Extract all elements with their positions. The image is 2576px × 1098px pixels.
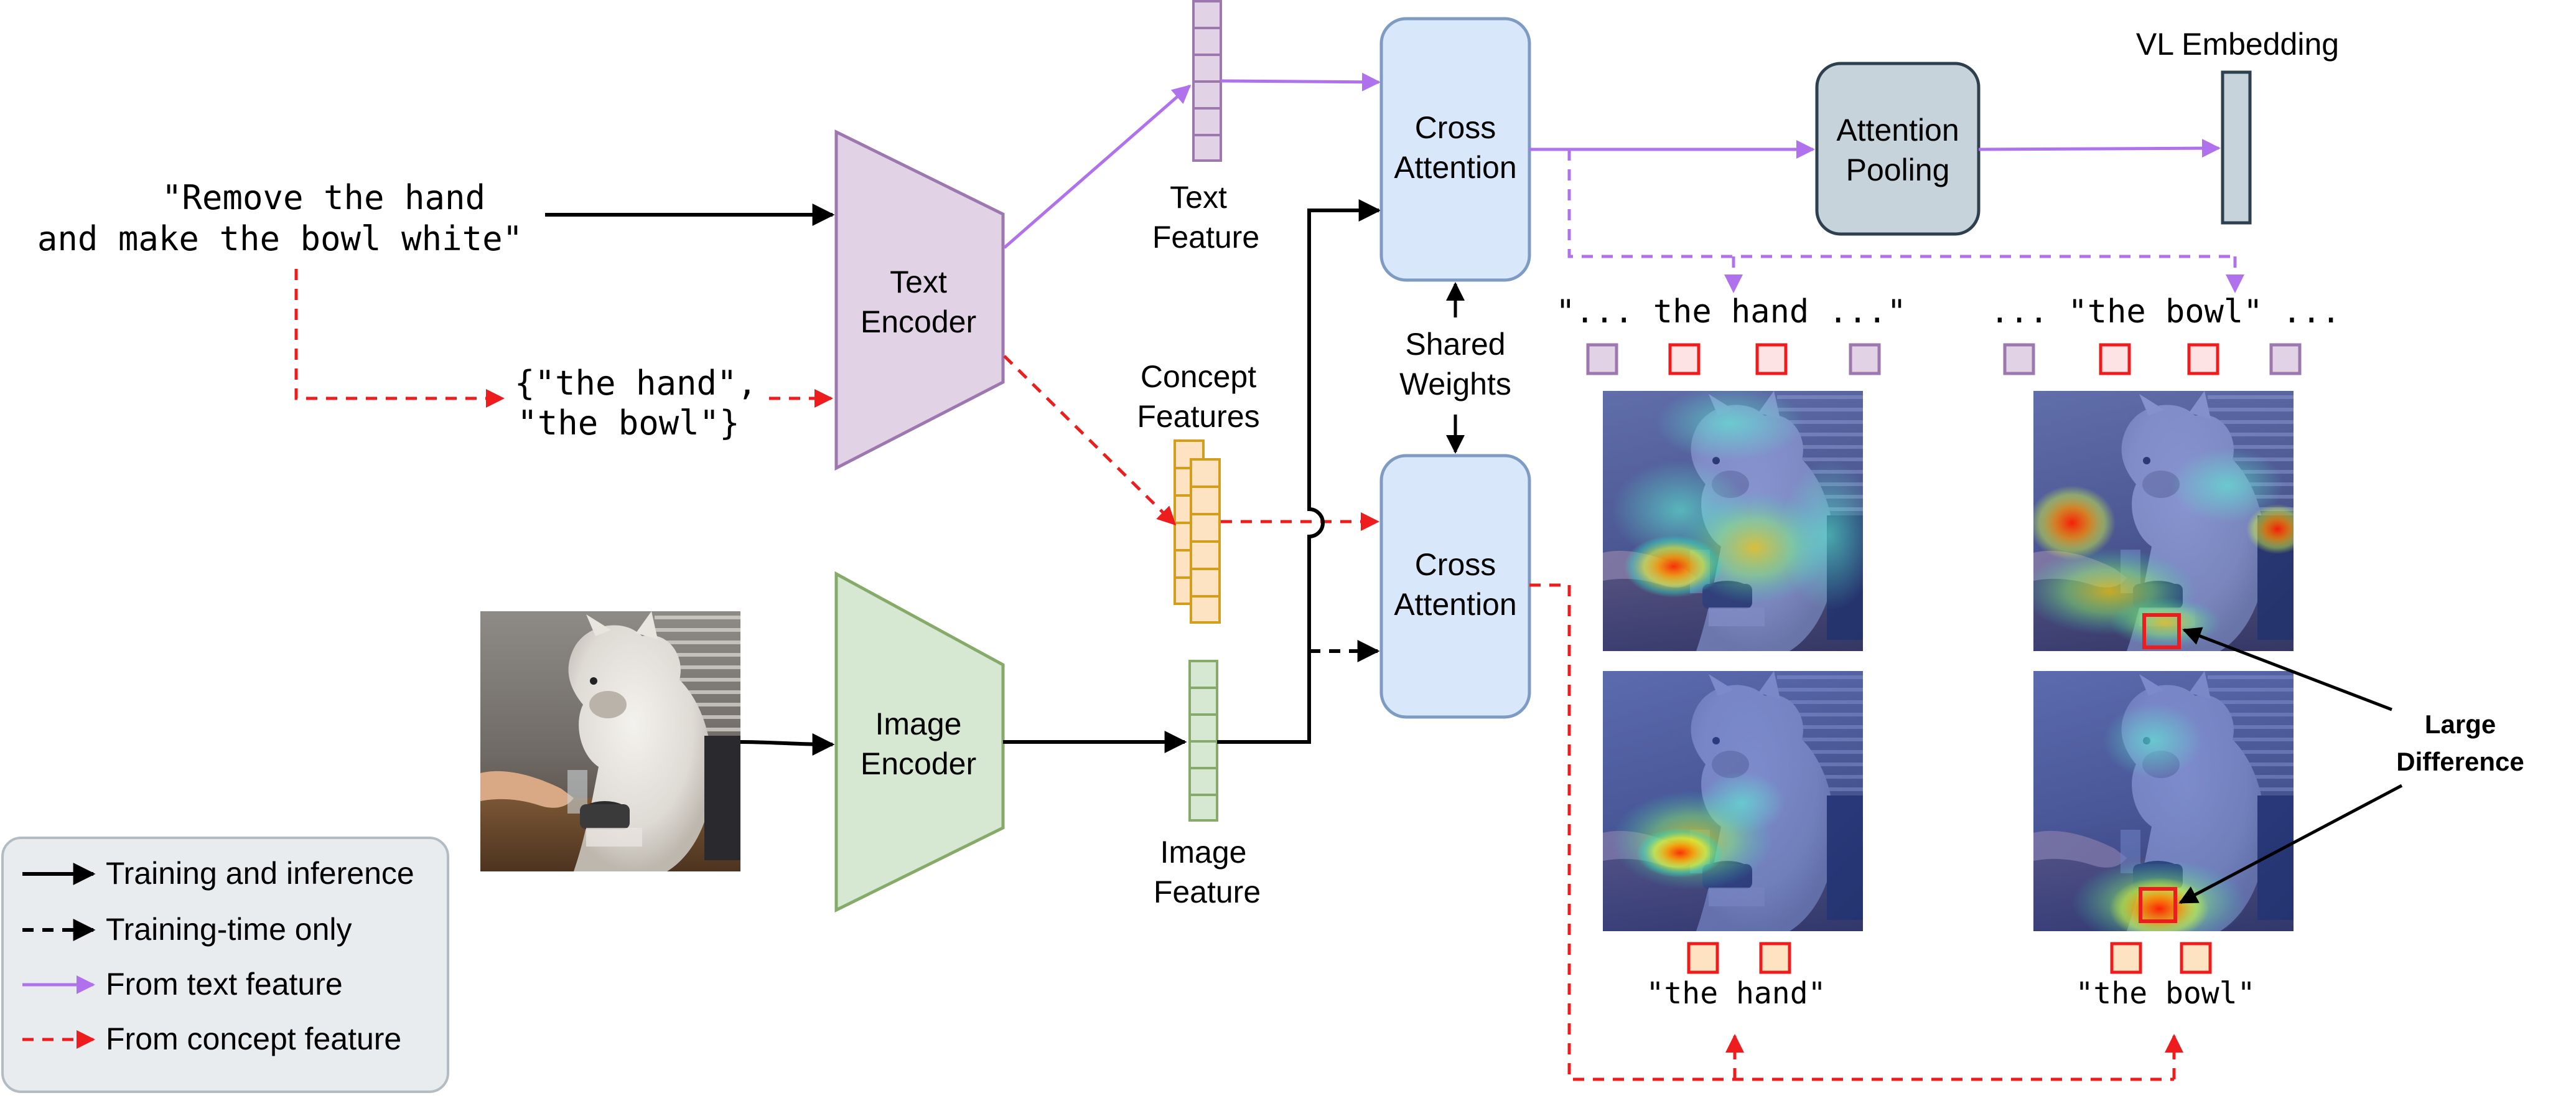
- attention-map-dashed-line: [1567, 149, 2235, 258]
- concept-text-right: "the bowl": [2076, 976, 2256, 1011]
- text-feature-vector: [1192, 0, 1222, 162]
- heatmap-concept-hand: [1603, 671, 1863, 931]
- large-difference-arrow-top: [2182, 627, 2392, 711]
- legend-label-text-feature: From text feature: [106, 967, 343, 1002]
- large-difference-label-2: Difference: [2396, 747, 2524, 776]
- concept-features-label-1: Concept: [1141, 359, 1256, 394]
- attention-pooling: [1815, 62, 1981, 236]
- image-feature-label-2: Feature: [1154, 875, 1261, 909]
- prompt-line2: and make the bowl white": [37, 219, 523, 258]
- bowl-highlight-bottom: [2139, 887, 2177, 923]
- concept-squares-right: [2110, 942, 2212, 974]
- concepts-line1: {"the hand",: [515, 364, 757, 403]
- shared-weights-label-1: Shared: [1405, 327, 1505, 362]
- cross-attention-top-label-1: Cross: [1415, 110, 1496, 145]
- vl-embedding-vector: [2221, 70, 2252, 225]
- heatmap-text-bowl: [2033, 391, 2294, 651]
- large-difference-label-1: Large: [2425, 710, 2496, 739]
- concept-squares-left: [1687, 942, 1791, 974]
- image-feature-label-1: Image: [1160, 835, 1247, 870]
- concept-map-dashed-line: [1529, 583, 2174, 1081]
- legend-label-training-inference: Training and inference: [106, 856, 414, 891]
- bowl-highlight-top: [2142, 613, 2181, 649]
- pooling-to-embedding-arrow: [1978, 139, 2221, 158]
- legend-label-training-only: Training-time only: [106, 912, 352, 947]
- cross-attention-bottom-label-1: Cross: [1415, 547, 1496, 582]
- concept-text-left: "the hand": [1646, 976, 1826, 1011]
- text-feature-label-2: Feature: [1152, 220, 1259, 255]
- image-encoder: [834, 571, 1005, 913]
- shared-weights-label-2: Weights: [1399, 367, 1511, 401]
- input-photo: [480, 611, 740, 871]
- text-feature-to-cross-arrow: [1220, 72, 1381, 92]
- image-feature-vector: [1188, 660, 1218, 822]
- attention-pooling-label-1: Attention: [1836, 113, 1959, 148]
- legend: Training and inference Training-time onl…: [1, 837, 449, 1093]
- encoder-to-concept-arrow: [1003, 355, 1177, 526]
- text-encoder-label-1: Text: [890, 265, 947, 299]
- cross-attention-bottom-label-2: Attention: [1394, 587, 1516, 622]
- large-difference-arrow-bottom: [2178, 784, 2403, 904]
- prompt-to-concepts-arrow: [294, 269, 505, 408]
- token-text-left: "... the hand ...": [1556, 293, 1906, 331]
- photo-to-encoder-arrow: [740, 733, 835, 756]
- image-encoder-label-1: Image: [875, 706, 962, 741]
- text-encoder-label-2: Encoder: [861, 304, 976, 339]
- attention-pooling-label-2: Pooling: [1846, 152, 1950, 187]
- cross-attention-top-label-2: Attention: [1394, 150, 1516, 185]
- heatmap-concept-bowl: [2033, 671, 2294, 931]
- image-encoder-label-2: Encoder: [861, 746, 976, 781]
- token-text-right: ... "the bowl" ...: [1990, 293, 2341, 331]
- image-feature-to-cross-top-arrow: [1217, 199, 1381, 744]
- text-feature-label-1: Text: [1170, 180, 1227, 215]
- token-squares-right: [2003, 343, 2302, 375]
- text-encoder: [834, 129, 1005, 471]
- concepts-line2: "the bowl"}: [517, 403, 740, 443]
- concept-features-label-2: Features: [1137, 399, 1259, 434]
- cross-attention-top: [1379, 17, 1531, 282]
- concept-features-vectors: [1174, 439, 1221, 624]
- encoder-to-text-feature-arrow: [1003, 85, 1192, 249]
- heatmap-text-hand: [1603, 391, 1863, 651]
- token-squares-left: [1586, 343, 1881, 375]
- vl-embedding-label: VL Embedding: [2136, 27, 2339, 62]
- cross-attention-bottom: [1379, 454, 1531, 719]
- prompt-line1: "Remove the hand: [162, 178, 485, 217]
- legend-label-concept-feature: From concept feature: [106, 1021, 401, 1056]
